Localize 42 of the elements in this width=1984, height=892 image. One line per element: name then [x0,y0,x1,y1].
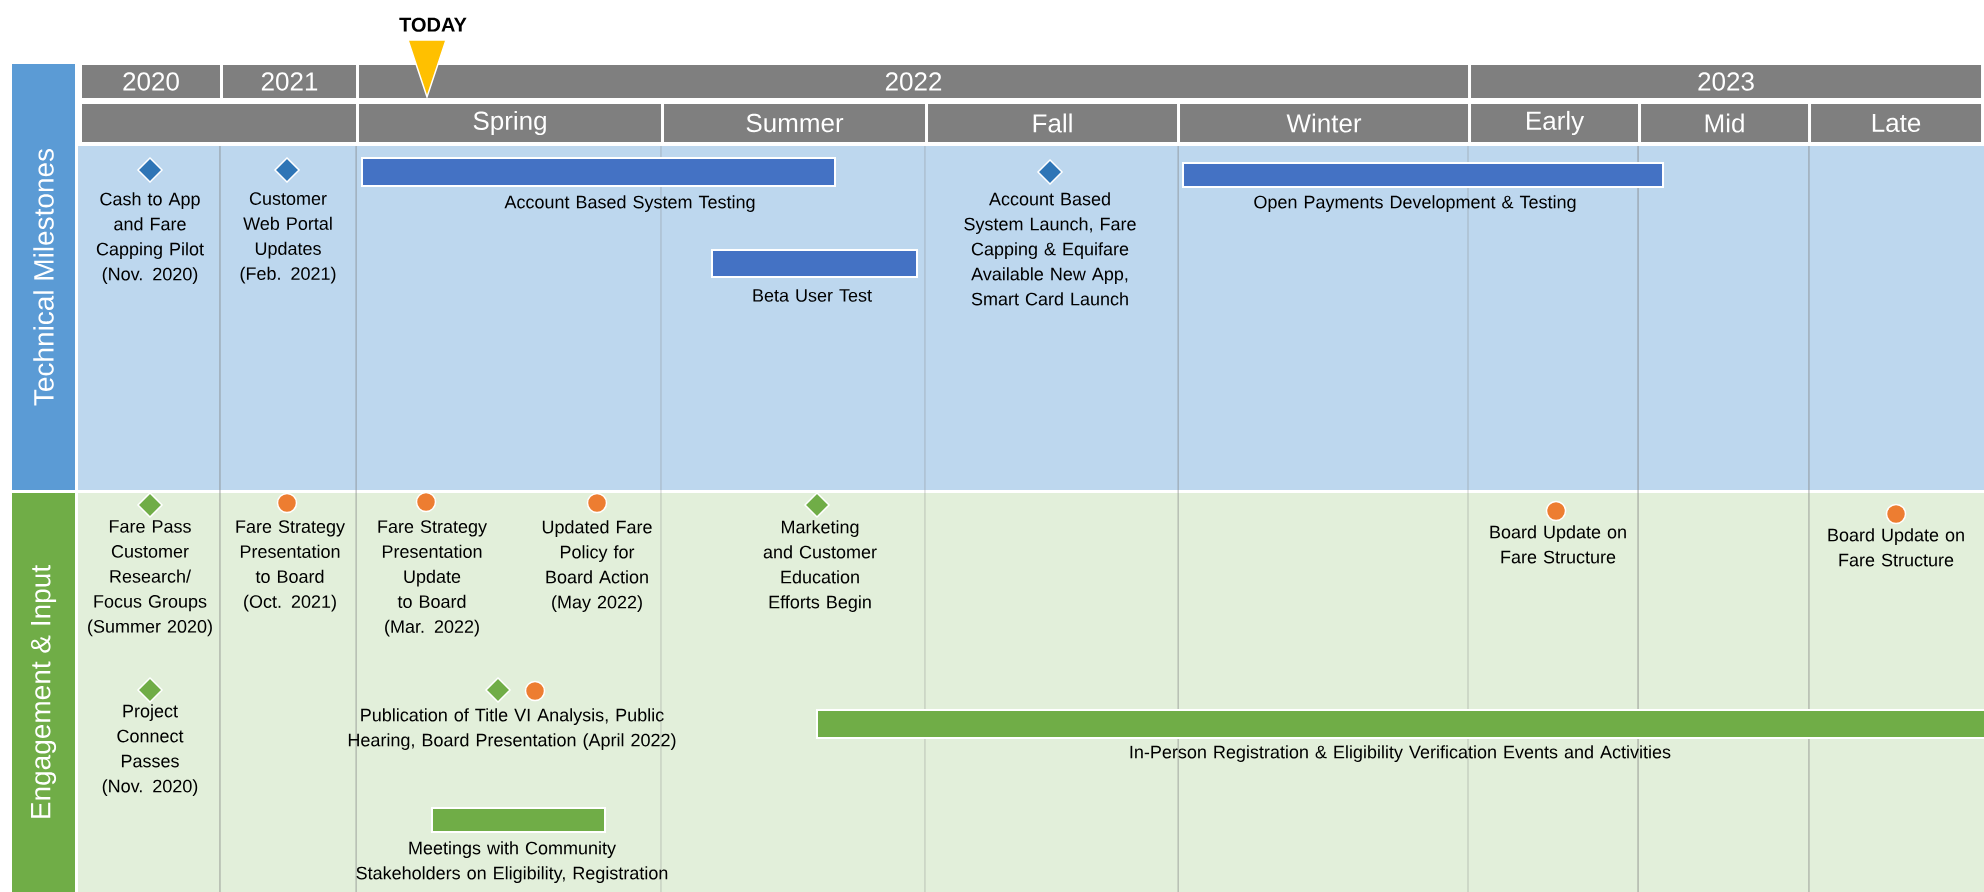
node-label: Board Update on Fare Structure [1490,525,1626,564]
header-cell: Early [1471,104,1638,142]
task-bar: Open Payments Development & Testing [1182,162,1664,212]
task-bar: Beta User Test [711,249,918,302]
header-cell: Late [1811,104,1981,142]
node-label: Publication of Title VI Analysis, Public Hearing, Board Presentation (April 2022) [348,708,676,750]
node-label: Board Update on Fare Structure [1828,528,1964,567]
header-cell: Mid [1641,104,1808,142]
lane-label: Technical Milestones [12,64,75,490]
node-label: In-Person Registration & Eligibility Verification Events and Activities [1130,745,1671,762]
header-cell: Spring [359,104,661,142]
node-label: Meetings with Community Stakeholders on Eligibility, Registration [356,841,668,883]
header-cell: 2023 [1471,65,1981,98]
header-cell: Winter [1180,104,1468,142]
milestone: Board Update on Fare Structure [1490,500,1626,564]
today-label: TODAY [399,17,467,32]
node-label: Updated Fare Policy for Board Action (May 2022) [542,520,652,612]
milestone: Fare Strategy Presentation Update to Board (Mar. 2022) [378,491,487,637]
node-label: Beta User Test [753,289,872,302]
task-bar: Meetings with Community Stakeholders on Eligibility, Registration [356,807,668,883]
header-cell [82,104,356,142]
task-bar: Account Based System Testing [361,157,836,212]
node-label: Account Based System Testing [504,195,755,212]
header-cell: 2020 [82,65,220,98]
node-label: Fare Strategy Presentation to Board (Oct. 2021) [236,520,345,612]
node-label: Account Based System Launch, Fare Capping & Equifare Available New App, Smart Card Launch [964,192,1136,306]
milestone: Fare Strategy Presentation to Board (Oct. 2021) [236,492,345,612]
header-cell: Fall [928,104,1177,142]
header-cell: 2022 [359,65,1468,98]
node-label: Fare Strategy Presentation Update to Board (Mar. 2022) [378,520,487,637]
task-bar: In-Person Registration & Eligibility Verification Events and Activities [816,709,1984,762]
milestone: Board Update on Fare Structure [1828,503,1964,567]
node-label: Customer Web Portal Updates (Feb. 2021) [240,192,336,284]
milestone: Updated Fare Policy for Board Action (May 2022) [542,492,652,612]
node-label: Marketing and Customer Education Efforts Begin [763,520,877,612]
header-cell: 2021 [223,65,356,98]
lane-label: Engagement & Input [12,493,75,892]
node-label: Project Connect Passes (Nov. 2020) [102,704,198,796]
node-label: Fare Pass Customer Research/ Focus Groups (Summer 2020) [88,520,212,637]
node-label: Cash to App and Fare Capping Pilot (Nov. 2020) [96,192,204,284]
header-cell: Summer [664,104,925,142]
node-label: Open Payments Development & Testing [1254,195,1576,212]
